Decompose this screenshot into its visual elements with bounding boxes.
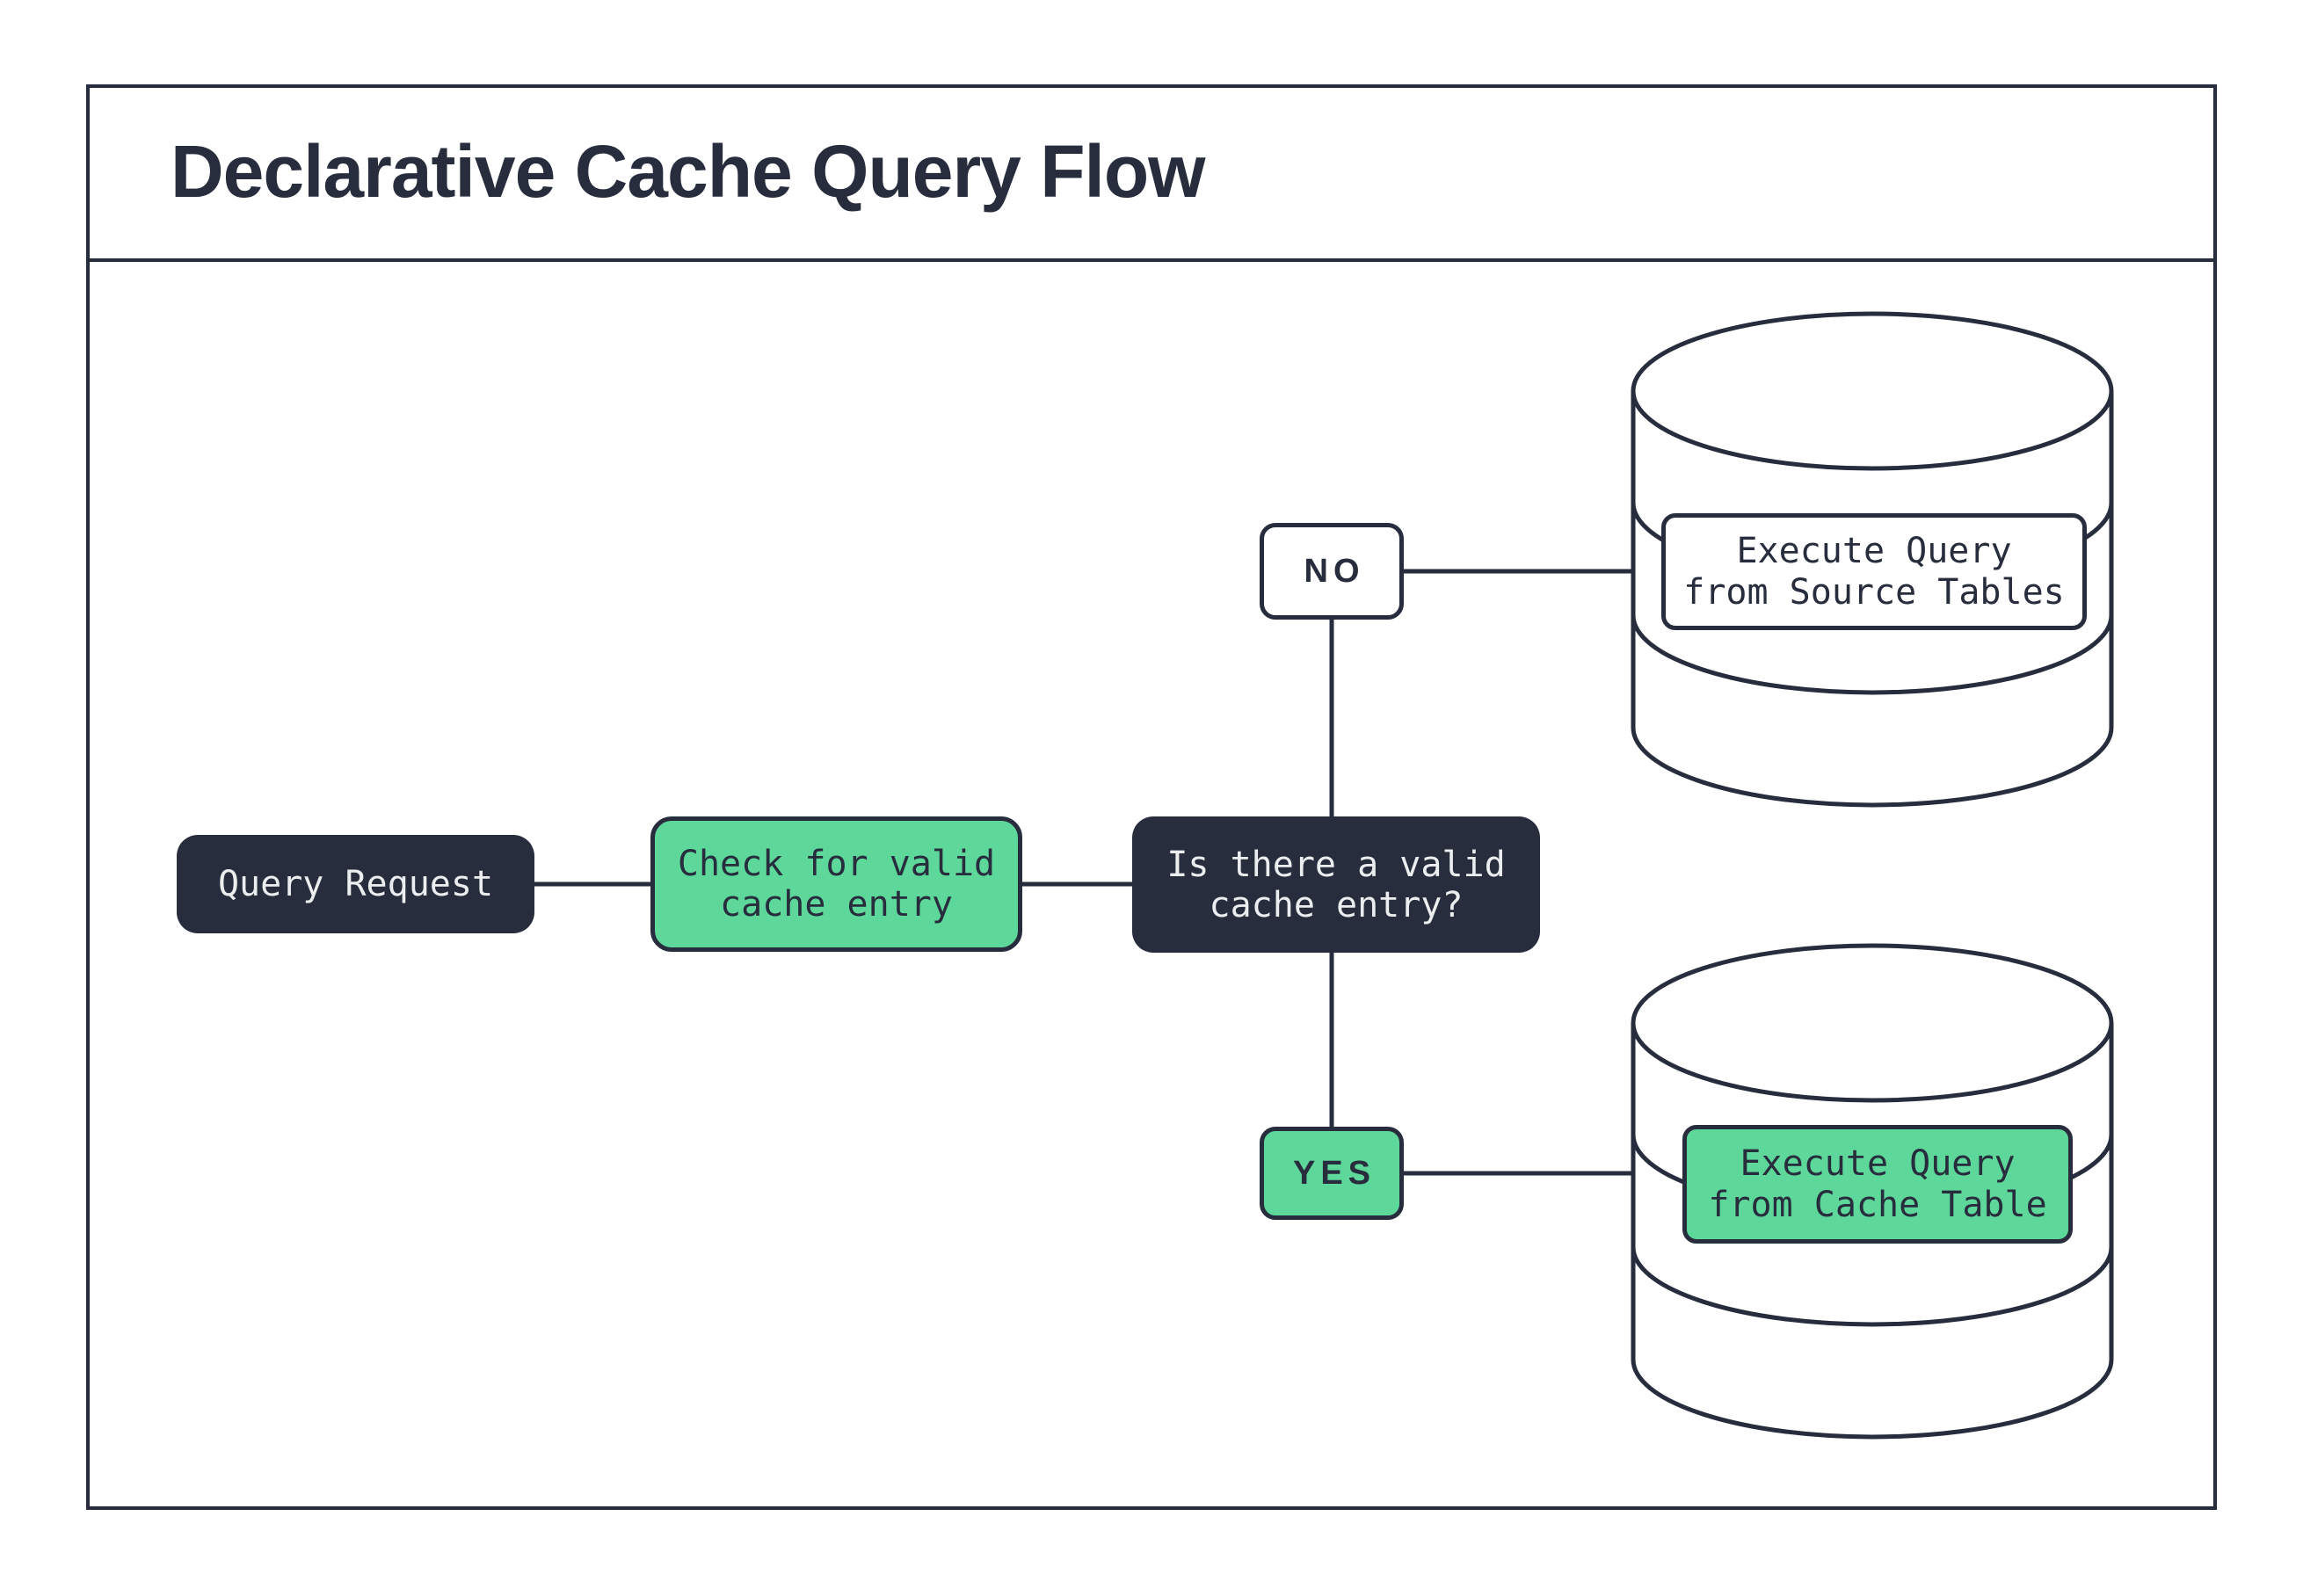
node-check-cache: Check for valid cache entry bbox=[650, 816, 1022, 952]
branch-yes-label: YES bbox=[1260, 1127, 1404, 1220]
node-execute-query-cache: Execute Query from Cache Table bbox=[1682, 1125, 2073, 1244]
source-cylinder-disk-arc bbox=[1631, 614, 2114, 695]
page-title: Declarative Cache Query Flow bbox=[171, 129, 1206, 213]
branch-no-label: NO bbox=[1260, 523, 1404, 620]
node-decision-valid-cache: Is there a valid cache entry? bbox=[1132, 816, 1540, 953]
cache-cylinder-top bbox=[1631, 943, 2114, 1103]
node-execute-query-source: Execute Query from Source Tables bbox=[1661, 513, 2087, 630]
cache-cylinder-disk-arc bbox=[1631, 1246, 2114, 1327]
source-cylinder-top bbox=[1631, 311, 2114, 471]
node-query-request: Query Request bbox=[177, 835, 534, 933]
diagram-header: Declarative Cache Query Flow bbox=[86, 84, 2217, 262]
